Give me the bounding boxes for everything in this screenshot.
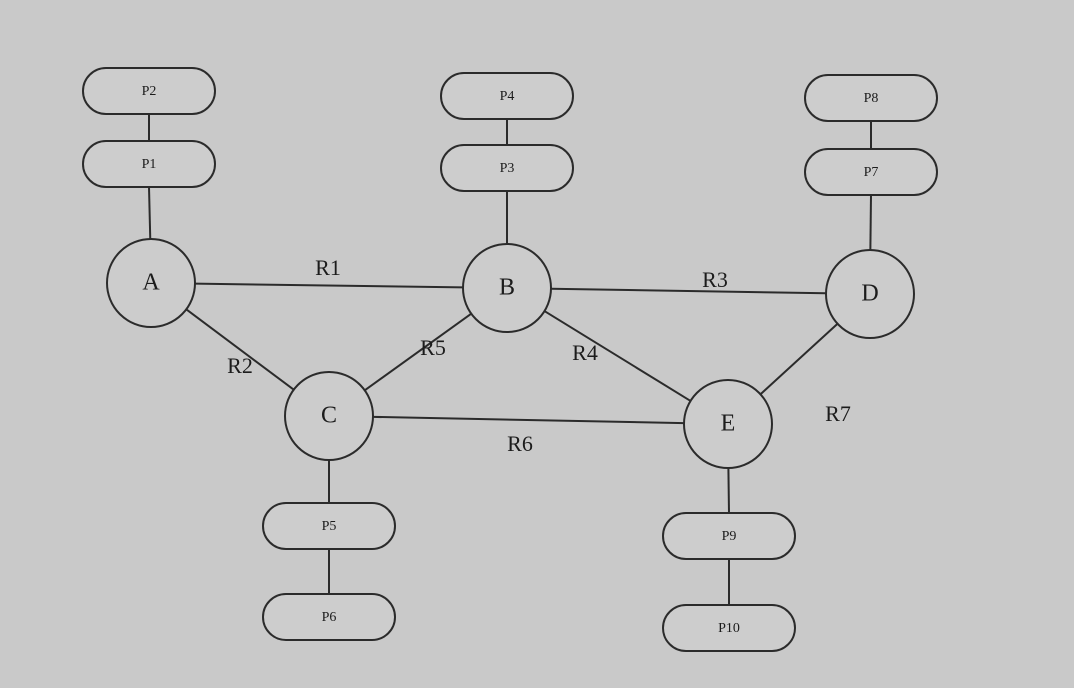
process-label: P1	[142, 157, 157, 172]
router-label: A	[142, 270, 160, 296]
process-node-p5: P5	[262, 502, 396, 550]
link-label-r2: R2	[227, 353, 253, 378]
process-node-p1: P1	[82, 140, 216, 188]
process-label: P9	[722, 529, 737, 544]
process-node-p2: P2	[82, 67, 216, 115]
process-node-p4: P4	[440, 72, 574, 120]
process-node-p10: P10	[662, 604, 796, 652]
edges-layer	[148, 114, 872, 605]
link-label-r3: R3	[702, 267, 728, 292]
process-label: P4	[500, 89, 515, 104]
process-label: P7	[864, 165, 879, 180]
process-label: P5	[322, 519, 337, 534]
attachment-line-p7-d	[869, 194, 872, 251]
link-line-r3	[550, 287, 827, 295]
link-line-r2	[185, 308, 295, 391]
process-node-p6: P6	[262, 593, 396, 641]
process-label: P10	[718, 621, 740, 636]
process-node-p3: P3	[440, 144, 574, 192]
link-line-r1	[194, 282, 464, 289]
router-label: D	[861, 281, 878, 307]
process-node-p8: P8	[804, 74, 938, 122]
router-node-c: C	[284, 371, 374, 461]
process-node-p9: P9	[662, 512, 796, 560]
link-line-r6	[372, 415, 685, 425]
link-label-r4: R4	[572, 340, 598, 365]
link-line-r4	[543, 310, 692, 402]
router-node-a: A	[106, 238, 196, 328]
link-label-r6: R6	[507, 431, 533, 456]
process-label: P8	[864, 91, 879, 106]
process-label: P3	[500, 161, 515, 176]
router-node-b: B	[462, 243, 552, 333]
attachment-line-e-p9	[727, 467, 730, 514]
router-label: C	[321, 403, 337, 429]
process-node-p7: P7	[804, 148, 938, 196]
router-label: B	[499, 275, 515, 301]
link-line-r7	[759, 322, 839, 396]
link-label-r1: R1	[315, 255, 341, 280]
router-label: E	[721, 411, 736, 437]
link-label-r7: R7	[825, 401, 851, 426]
link-line-r5	[364, 312, 472, 392]
attachment-line-p1-a	[148, 186, 152, 240]
router-node-d: D	[825, 249, 915, 339]
process-label: P2	[142, 84, 157, 99]
router-node-e: E	[683, 379, 773, 469]
process-label: P6	[322, 610, 337, 625]
link-label-r5: R5	[420, 335, 446, 360]
